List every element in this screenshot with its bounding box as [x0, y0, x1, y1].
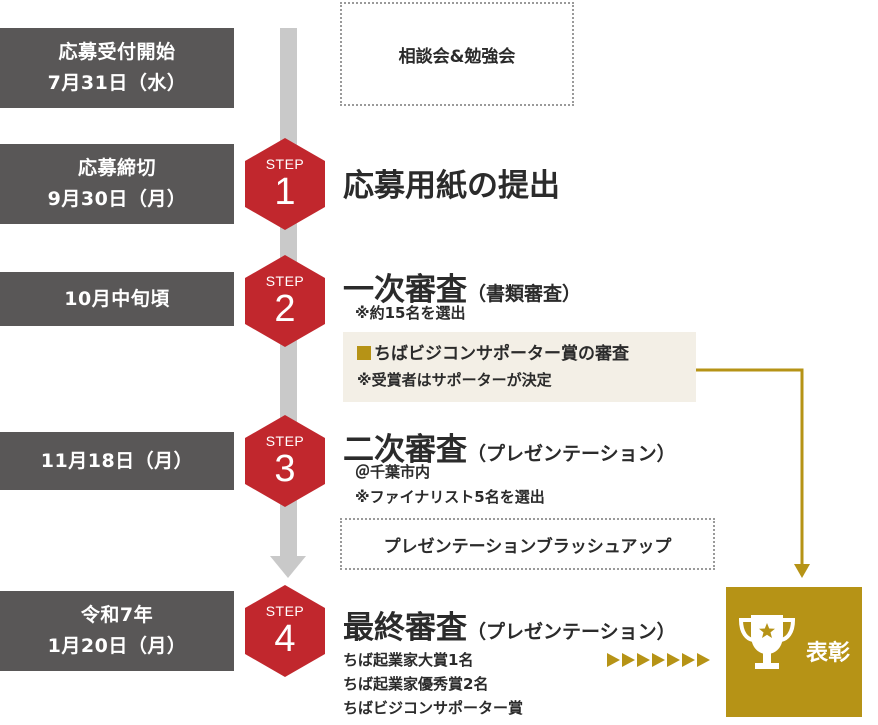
date-line: 応募受付開始 [58, 41, 176, 63]
award-item: ちば起業家大賞1名 [343, 651, 474, 669]
date-box-second-review: 11月18日（月） [0, 432, 234, 490]
step-2-subtitle: （書類審査） [467, 283, 582, 305]
step-4-badge: STEP 4 [245, 585, 325, 677]
supporter-review-title-row: ちばビジコンサポーター賞の審査 [357, 340, 696, 368]
date-line: 10月中旬頃 [64, 287, 170, 310]
step-4-subtitle: （プレゼンテーション） [467, 621, 676, 643]
step-label: STEP [265, 603, 305, 619]
date-line: 7月31日（水） [47, 72, 187, 94]
hexagon-shape [245, 138, 325, 230]
triangle-arrow-icon [697, 653, 710, 667]
step-number: 3 [274, 448, 296, 490]
date-line: 令和7年 [80, 604, 154, 626]
triangle-arrow-icon [682, 653, 695, 667]
supporter-review-note: ※受賞者はサポーターが決定 [357, 371, 552, 389]
arrow-triangles [607, 653, 710, 667]
date-line: 9月30日（月） [47, 188, 187, 210]
triangle-arrow-icon [667, 653, 680, 667]
square-bullet-icon [357, 346, 371, 360]
step-1-title-text: 応募用紙の提出 [343, 168, 560, 204]
step-4-title: 最終審査（プレゼンテーション） [343, 602, 676, 647]
step-2-notes: ※約15名を選出 [355, 301, 465, 326]
step-2-badge: STEP 2 [245, 255, 325, 347]
step-3-notes: ＠千葉市内 ※ファイナリスト5名を選出 [355, 460, 545, 510]
step-2-title: 一次審査（書類審査） [343, 264, 581, 309]
step-number: 4 [274, 618, 296, 660]
date-box-final-review: 令和7年 1月20日（月） [0, 591, 234, 671]
award-item: ちば起業家優秀賞2名 [343, 675, 489, 693]
hexagon-shape [245, 585, 325, 677]
date-box-application-start: 応募受付開始 7月31日（水） [0, 28, 234, 108]
brushup-box: プレゼンテーションブラッシュアップ [340, 518, 715, 570]
step-3-title: 二次審査（プレゼンテーション） [343, 424, 676, 469]
award-item: ちばビジコンサポーター賞 [343, 699, 524, 717]
study-session-box: 相談会&勉強会 [340, 2, 574, 106]
step-1-badge: STEP 1 [245, 138, 325, 230]
step-number: 1 [274, 171, 296, 213]
step-label: STEP [265, 156, 305, 172]
date-box-application-deadline: 応募締切 9月30日（月） [0, 144, 234, 224]
step-2-title-text: 一次審査 [343, 272, 467, 308]
supporter-review-title: ちばビジコンサポーター賞の審査 [374, 344, 629, 364]
award-box: 表彰 [726, 587, 862, 717]
triangle-arrow-icon [622, 653, 635, 667]
hexagon-shape [245, 415, 325, 507]
date-line: 応募締切 [77, 157, 156, 179]
step-label: STEP [265, 273, 305, 289]
step-3-badge: STEP 3 [245, 415, 325, 507]
brushup-label: プレゼンテーションブラッシュアップ [383, 536, 672, 557]
triangle-arrow-icon [637, 653, 650, 667]
triangle-arrow-icon [607, 653, 620, 667]
date-box-first-review: 10月中旬頃 [0, 272, 234, 326]
trophy-icon [738, 615, 796, 669]
step-3-subtitle: （プレゼンテーション） [467, 443, 676, 465]
date-line: 1月20日（月） [47, 635, 187, 657]
step-1-title: 応募用紙の提出 [343, 160, 560, 205]
award-list: ちば起業家大賞1名 ちば起業家優秀賞2名 ちばビジコンサポーター賞 [343, 648, 523, 720]
step-4-title-text: 最終審査 [343, 610, 467, 646]
step-3-title-text: 二次審査 [343, 432, 467, 468]
step-2-note: ※約15名を選出 [355, 304, 466, 322]
study-session-label: 相談会&勉強会 [398, 46, 516, 67]
step-3-note: ＠千葉市内 [355, 463, 431, 481]
step-label: STEP [265, 433, 305, 449]
step-3-note: ※ファイナリスト5名を選出 [355, 488, 545, 506]
hexagon-shape [245, 255, 325, 347]
step-number: 2 [274, 288, 296, 330]
date-line: 11月18日（月） [40, 449, 194, 472]
supporter-review-box: ちばビジコンサポーター賞の審査 ※受賞者はサポーターが決定 [343, 332, 696, 402]
award-label: 表彰 [806, 641, 851, 666]
timeline-arrow [270, 556, 306, 578]
triangle-arrow-icon [652, 653, 665, 667]
